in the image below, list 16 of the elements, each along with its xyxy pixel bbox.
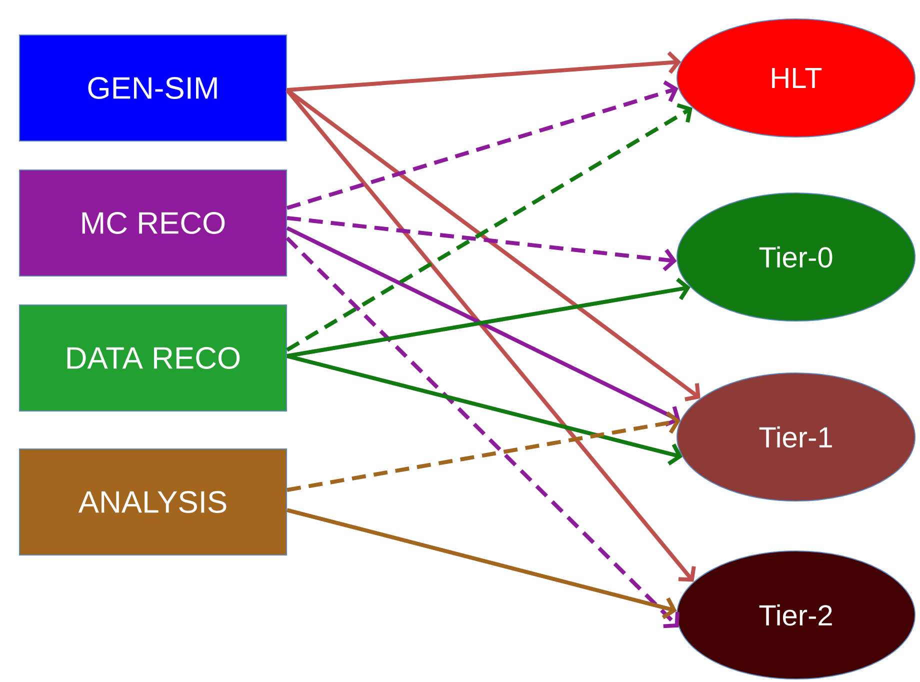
arrow <box>286 278 690 358</box>
arrow <box>286 51 681 92</box>
arrow <box>286 411 680 492</box>
arrow <box>286 354 682 466</box>
process-box: ANALYSIS <box>19 448 287 556</box>
arrow <box>286 80 678 210</box>
arrow <box>285 88 696 582</box>
arrow <box>286 226 680 426</box>
arrow <box>286 216 677 272</box>
process-box: GEN-SIM <box>19 34 287 142</box>
process-box: MC RECO <box>19 170 287 276</box>
arrow <box>286 103 692 352</box>
arrow <box>286 88 700 402</box>
arrow <box>286 236 680 628</box>
arrow <box>286 508 677 620</box>
process-box: DATA RECO <box>19 304 287 412</box>
